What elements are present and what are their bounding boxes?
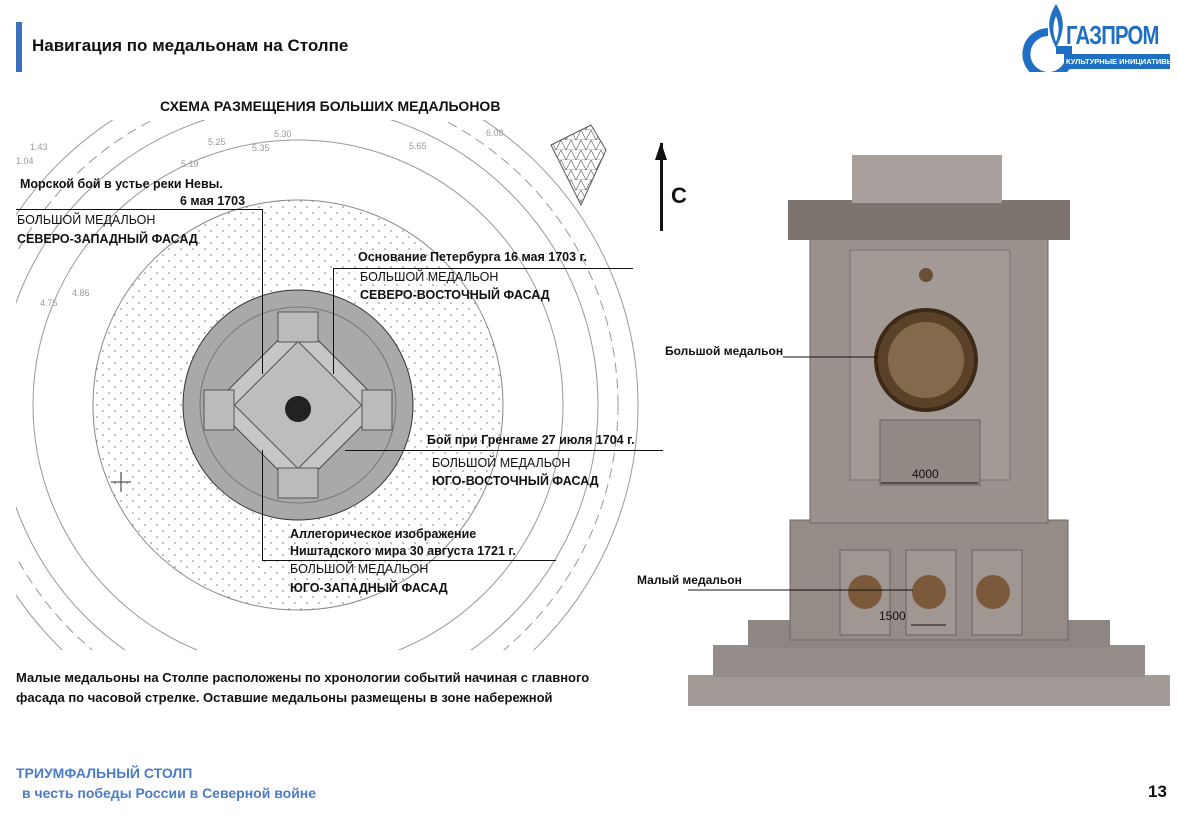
se-facade: ЮГО-ВОСТОЧНЫЙ ФАСАД bbox=[432, 474, 599, 488]
monument-elevation bbox=[688, 155, 1170, 706]
small-medallion-label: Малый медальон bbox=[637, 573, 742, 587]
logo-text: ГАЗПРОМ bbox=[1066, 20, 1159, 50]
sw-leader bbox=[262, 560, 556, 561]
nw-leader-v bbox=[262, 209, 263, 374]
flame-icon bbox=[1022, 4, 1072, 72]
se-type: БОЛЬШОЙ МЕДАЛЬОН bbox=[432, 456, 571, 470]
nw-event: Морской бой в устье реки Невы. bbox=[20, 177, 223, 191]
crosshair-icon bbox=[111, 472, 131, 492]
footer-title: ТРИУМФАЛЬНЫЙ СТОЛП bbox=[16, 765, 193, 781]
elevation-label: 4.75 bbox=[40, 298, 58, 308]
sw-event-2: Ништадского мира 30 августа 1721 г. bbox=[290, 544, 516, 558]
ne-leader-v bbox=[333, 268, 334, 374]
elevation-label: 5.30 bbox=[274, 129, 292, 139]
elevation-label: 5.35 bbox=[252, 143, 270, 153]
north-arrow-icon bbox=[660, 143, 663, 231]
logo-subtitle: КУЛЬТУРНЫЕ ИНИЦИАТИВЫ bbox=[1066, 54, 1170, 69]
page-number: 13 bbox=[1148, 782, 1167, 801]
ne-type: БОЛЬШОЙ МЕДАЛЬОН bbox=[360, 270, 499, 284]
north-label: С bbox=[671, 183, 687, 208]
elevation-label: 1.04 bbox=[16, 156, 34, 166]
elevation-label: 6.08 bbox=[486, 128, 504, 138]
hatched-area bbox=[550, 124, 607, 207]
ne-event: Основание Петербурга 16 мая 1703 г. bbox=[358, 250, 587, 264]
sw-facade: ЮГО-ЗАПАДНЫЙ ФАСАД bbox=[290, 581, 448, 595]
elevation-label: 5.25 bbox=[208, 137, 226, 147]
dim-1500: 1500 bbox=[879, 609, 906, 623]
se-event: Бой при Гренгаме 27 июля 1704 г. bbox=[427, 433, 635, 447]
elevation-label: 4.86 bbox=[72, 288, 90, 298]
sw-type: БОЛЬШОЙ МЕДАЛЬОН bbox=[290, 562, 429, 576]
big-medallion-label: Большой медальон bbox=[665, 344, 784, 358]
scheme-title: СХЕМА РАЗМЕЩЕНИЯ БОЛЬШИХ МЕДАЛЬОНОВ bbox=[160, 98, 501, 114]
nw-date: 6 мая 1703 bbox=[180, 194, 246, 208]
nw-type: БОЛЬШОЙ МЕДАЛЬОН bbox=[17, 213, 156, 227]
elevation-label: 5.19 bbox=[181, 159, 199, 169]
ne-facade: СЕВЕРО-ВОСТОЧНЫЙ ФАСАД bbox=[360, 288, 550, 302]
sw-leader-v bbox=[262, 450, 263, 560]
eagle-emblem-icon bbox=[919, 268, 933, 282]
se-leader bbox=[345, 450, 663, 451]
nw-facade: СЕВЕРО-ЗАПАДНЫЙ ФАСАД bbox=[17, 232, 198, 246]
ne-leader bbox=[333, 268, 633, 269]
note-line-1: Малые медальоны на Столпе расположены по… bbox=[16, 670, 590, 685]
gazprom-logo: ГАЗПРОМ КУЛЬТУРНЫЕ ИНИЦИАТИВЫ bbox=[1018, 2, 1170, 72]
sw-event: Аллегорическое изображение bbox=[290, 527, 477, 541]
note-line-2: фасада по часовой стрелке. Оставшие меда… bbox=[16, 690, 553, 705]
title-accent-bar bbox=[16, 22, 22, 72]
nw-leader bbox=[16, 209, 262, 210]
page-title: Навигация по медальонам на Столпе bbox=[32, 36, 349, 55]
site-plan: 5.25 5.30 5.35 5.65 6.08 5.19 4.75 4.86 … bbox=[16, 120, 639, 650]
elevation-label: 5.65 bbox=[409, 141, 427, 151]
footer-subtitle: в честь победы России в Северной войне bbox=[22, 785, 317, 801]
elevation-label: 1.43 bbox=[30, 142, 48, 152]
north-arrowhead-icon bbox=[655, 142, 667, 160]
dim-4000: 4000 bbox=[912, 467, 939, 481]
